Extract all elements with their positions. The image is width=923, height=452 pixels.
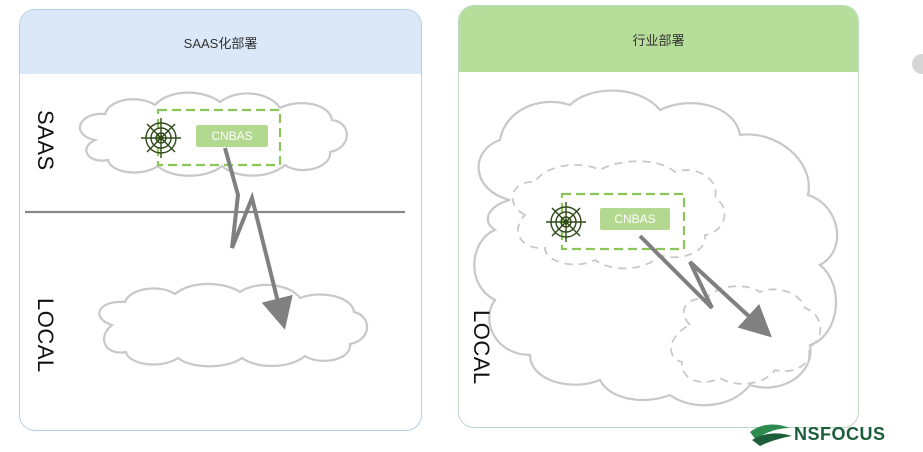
spider-web-icon-right [545, 201, 587, 243]
spider-web-icon-left [140, 117, 182, 159]
local-cloud-large [473, 89, 839, 407]
nsfocus-logo-text: NSFOCUS [794, 424, 886, 444]
data-flow-arrow-left [223, 147, 293, 330]
industry-deployment-title: 行业部署 [459, 6, 858, 72]
cnbas-label-right: CNBAS [600, 208, 670, 230]
local-axis-label-right: LOCAL [469, 310, 494, 385]
nsfocus-logo-mark [750, 424, 792, 446]
dashed-cloud-upper [511, 160, 726, 270]
saas-axis-label: SAAS [33, 110, 58, 171]
local-axis-label-left: LOCAL [33, 298, 58, 373]
local-cloud [98, 283, 369, 368]
cnbas-label-left: CNBAS [196, 125, 268, 147]
gray-dot-decoration [912, 54, 923, 74]
saas-deployment-title: SAAS化部署 [20, 10, 421, 74]
data-flow-arrow-right [638, 234, 772, 338]
